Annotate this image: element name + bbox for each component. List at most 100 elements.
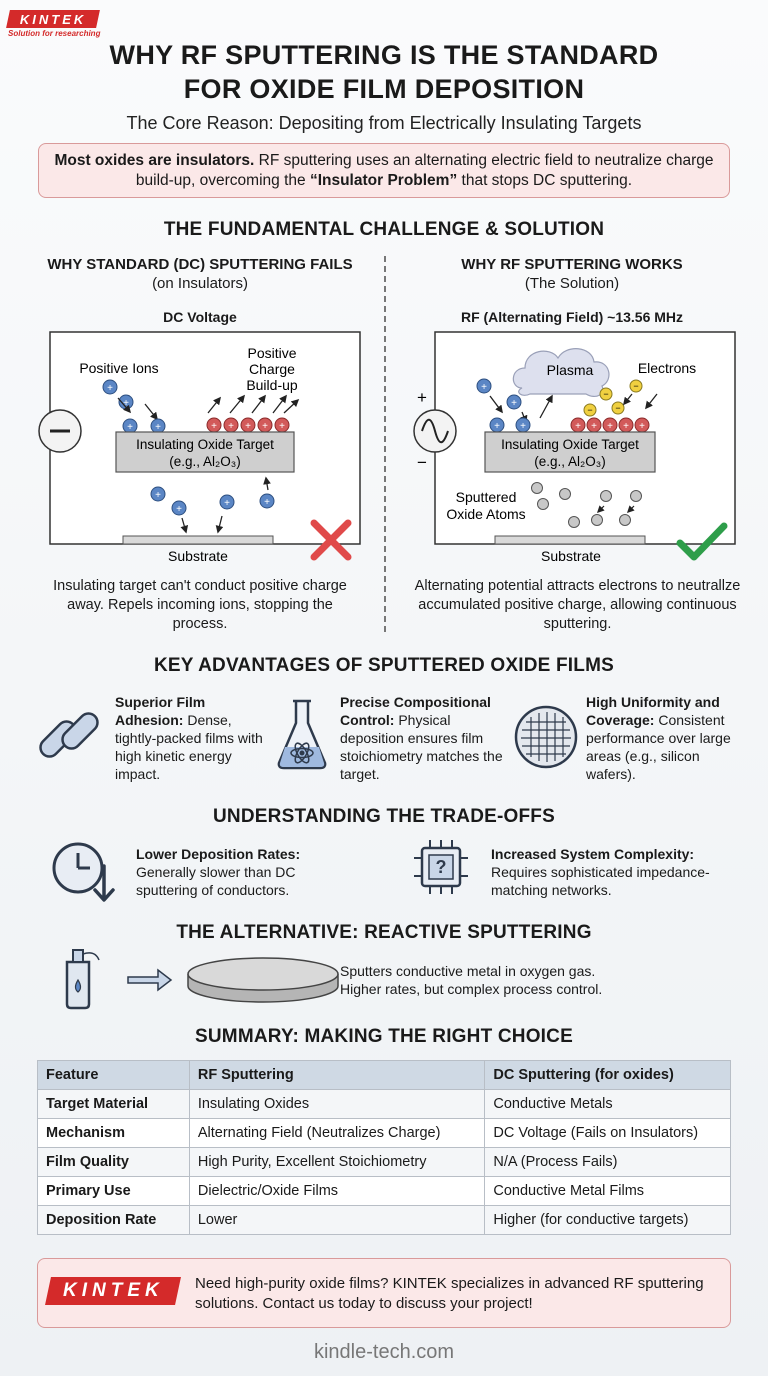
advantage-adhesion-title: Superior Film Adhesion: (115, 694, 206, 728)
plasma-label: Plasma (547, 362, 594, 378)
advantage-uniformity-text: Consistent performance over large areas … (586, 712, 731, 782)
table-header: Feature (37, 1060, 190, 1090)
cta-text: Need high-purity oxide films? KINTEK spe… (195, 1275, 704, 1312)
table-cell: Conductive Metal Films (484, 1176, 731, 1206)
core-bold: Most oxides are insulators. (54, 152, 255, 169)
rf-substrate (494, 535, 646, 545)
svg-text:+: + (262, 421, 268, 432)
table-header: RF Sputtering (188, 1060, 486, 1090)
svg-text:−: − (603, 389, 608, 399)
tradeoff-rate-text: Generally slower than DC sputtering of c… (136, 864, 296, 898)
page-subtitle: The Core Reason: Depositing from Electri… (126, 113, 642, 133)
table-cell: High Purity, Excellent Stoichiometry (188, 1147, 486, 1177)
svg-text:+: + (623, 421, 629, 432)
table-cell: Film Quality (37, 1147, 190, 1177)
rf-surface-charges: + + + + + (570, 417, 650, 433)
dc-substrate-label: Substrate (168, 548, 228, 564)
tradeoff-complexity-text: Requires sophisticated impedance-matchin… (491, 864, 710, 898)
reactive-sputtering-illustration (65, 949, 339, 1010)
chip-question-icon: ? (414, 840, 468, 894)
clock-down-icon (52, 842, 115, 902)
table-cell: Alternating Field (Neutralizes Charge) (188, 1118, 486, 1148)
table-row: Primary Use Dielectric/Oxide Films Condu… (37, 1176, 731, 1206)
tradeoffs-heading: UNDERSTANDING THE TRADE-OFFS (213, 806, 555, 827)
alternative-description: Sputters conductive metal in oxygen gas.… (340, 962, 740, 998)
svg-text:+: + (575, 421, 581, 432)
table-cell: Conductive Metals (484, 1089, 731, 1119)
advantage-composition: Precise Compositional Control: Physical … (340, 693, 510, 783)
svg-text:+: + (607, 421, 613, 432)
rf-sputtering-diagram: + − Plasma Electrons + + + + − − − − + +… (413, 331, 736, 564)
advantage-composition-text: Physical deposition ensures film stoichi… (340, 712, 503, 782)
alternative-text-2: Higher rates, but complex process contro… (340, 981, 603, 997)
logo-tagline: Solution for researching (8, 29, 101, 38)
metal-target-disc-icon (187, 957, 339, 1003)
table-cell: Mechanism (37, 1118, 190, 1148)
svg-text:+: + (107, 383, 113, 394)
summary-table: Feature RF Sputtering DC Sputtering (for… (37, 1060, 731, 1235)
svg-text:+: + (520, 421, 526, 432)
electrons-label: Electrons (638, 360, 696, 376)
rf-heading: WHY RF SPUTTERING WORKS (461, 256, 683, 273)
svg-text:+: + (211, 421, 217, 432)
rf-target-line-2: (e.g., Al₂O₃) (534, 454, 606, 469)
svg-text:−: − (633, 381, 638, 391)
svg-text:+: + (127, 422, 133, 433)
dc-target-line-1: Insulating Oxide Target (136, 437, 274, 452)
table-cell: DC Voltage (Fails on Insulators) (484, 1118, 731, 1148)
rf-electrons: − − − − (583, 379, 658, 417)
dc-negative-terminal-icon (38, 409, 82, 453)
svg-text:+: + (481, 382, 487, 393)
table-cell: Lower (188, 1205, 486, 1235)
table-row: Deposition Rate Lower Higher (for conduc… (37, 1205, 731, 1235)
page-title: WHY RF SPUTTERING IS THE STANDARD FOR OX… (40, 38, 728, 106)
dc-caption: Insulating target can't conduct positive… (53, 578, 347, 632)
table-cell: Primary Use (37, 1176, 190, 1206)
table-header-row: Feature RF Sputtering DC Sputtering (for… (37, 1060, 731, 1090)
dc-diagram-label: DC Voltage (163, 309, 237, 325)
rf-caption: Alternating potential attracts electrons… (414, 578, 741, 632)
table-row: Mechanism Alternating Field (Neutralizes… (37, 1118, 731, 1148)
column-divider (384, 256, 386, 632)
dc-charge-line-3: Build-up (246, 377, 298, 393)
fail-x-icon (310, 519, 352, 561)
dc-charge-line-2: Charge (249, 361, 295, 377)
table-cell: Higher (for conductive targets) (484, 1205, 731, 1235)
tradeoff-deposition-rate: Lower Deposition Rates: Generally slower… (136, 845, 336, 899)
svg-text:+: + (224, 498, 230, 509)
advantage-uniformity: High Uniformity and Coverage: Consistent… (586, 693, 746, 783)
table-header: DC Sputtering (for oxides) (484, 1060, 731, 1090)
svg-text:+: + (591, 421, 597, 432)
wafer-icon (514, 705, 578, 769)
sputtered-atoms (531, 482, 642, 528)
rf-target-line-1: Insulating Oxide Target (501, 437, 639, 452)
svg-text:+: + (417, 388, 427, 407)
table-row: Target Material Insulating Oxides Conduc… (37, 1089, 731, 1119)
cta-kintek-logo: KINTEK (45, 1277, 181, 1305)
sputtered-line-2: Oxide Atoms (446, 506, 525, 522)
tradeoff-rate-title: Lower Deposition Rates: (136, 846, 301, 862)
svg-text:+: + (123, 398, 129, 409)
table-cell: Deposition Rate (37, 1205, 190, 1235)
dc-charge-line-1: Positive (247, 345, 296, 361)
title-line-1: WHY RF SPUTTERING IS THE STANDARD (109, 40, 659, 70)
dc-positive-ions-label: Positive Ions (79, 360, 158, 376)
svg-text:+: + (155, 422, 161, 433)
tradeoff-complexity: Increased System Complexity: Requires so… (491, 845, 731, 899)
dc-incoming-ions: + + (102, 379, 158, 421)
alternative-text-1: Sputters conductive metal in oxygen gas. (340, 963, 596, 979)
success-check-icon (676, 522, 728, 561)
svg-text:+: + (228, 421, 234, 432)
core-text-2: that stops DC sputtering. (457, 172, 633, 189)
plasma-cloud-icon (512, 348, 610, 398)
right-arrow-icon (127, 968, 173, 992)
dc-repelled-ions: + + + + (150, 476, 275, 534)
table-cell: N/A (Process Fails) (484, 1147, 731, 1177)
title-line-2: FOR OXIDE FILM DEPOSITION (183, 74, 585, 104)
svg-text:+: + (264, 497, 270, 508)
flask-atom-icon (277, 699, 327, 770)
dc-insulating-target (115, 431, 295, 473)
alternative-heading: THE ALTERNATIVE: REACTIVE SPUTTERING (176, 922, 592, 943)
kintek-logo: KINTEK (6, 10, 100, 28)
footer-url[interactable]: kindle-tech.com (313, 1341, 455, 1363)
